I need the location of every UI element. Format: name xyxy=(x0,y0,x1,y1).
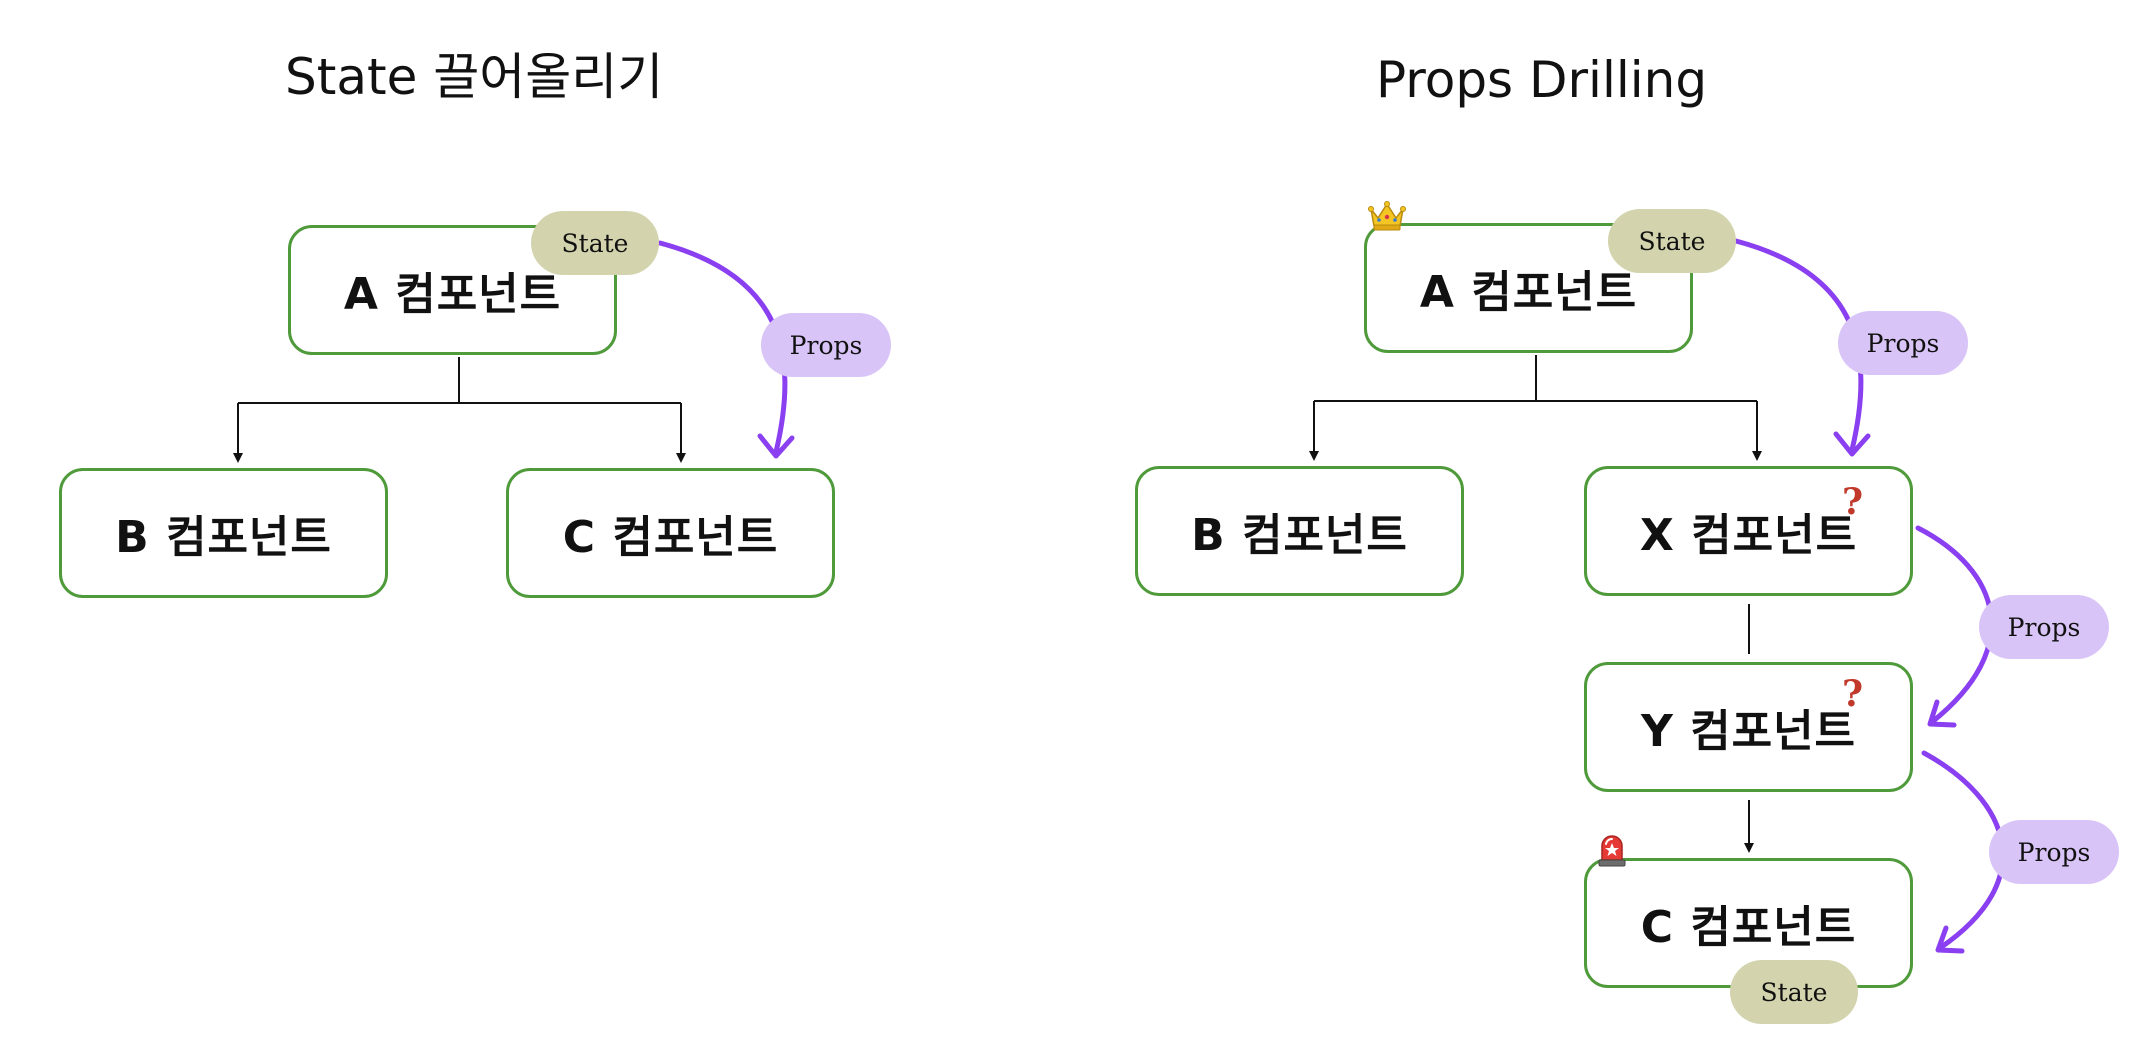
right-component-y-box: Y 컴포넌트 xyxy=(1584,662,1913,792)
left-state-tag: State xyxy=(531,211,659,275)
right-props-tag-1: Props xyxy=(1838,311,1968,375)
question-mark-x: ? xyxy=(1842,481,1864,523)
right-state-tag-a: State xyxy=(1608,209,1736,273)
left-component-a-label: A 컴포넌트 xyxy=(343,269,562,320)
right-tree-lines xyxy=(1309,355,1762,853)
left-diagram-title: State 끌어올리기 xyxy=(285,48,664,106)
left-props-tag: Props xyxy=(761,313,891,377)
right-props-tag-2: Props xyxy=(1979,595,2109,659)
right-component-a-label: A 컴포넌트 xyxy=(1419,267,1638,318)
left-component-c-label: C 컴포넌트 xyxy=(562,512,779,563)
question-mark-y: ? xyxy=(1842,673,1864,715)
left-component-b-label: B 컴포넌트 xyxy=(115,512,332,563)
siren-icon xyxy=(1596,832,1628,868)
right-component-b-box: B 컴포넌트 xyxy=(1135,466,1464,596)
right-component-c-label: C 컴포넌트 xyxy=(1640,902,1857,953)
right-component-x-box: X 컴포넌트 xyxy=(1584,466,1913,596)
left-component-b-box: B 컴포넌트 xyxy=(59,468,388,598)
right-component-y-label: Y 컴포넌트 xyxy=(1640,706,1857,757)
right-component-x-label: X 컴포넌트 xyxy=(1639,510,1858,561)
right-state-tag-c: State xyxy=(1730,960,1858,1024)
right-diagram-title: Props Drilling xyxy=(1376,51,1708,109)
right-props-tag-3: Props xyxy=(1989,820,2119,884)
left-tree-lines xyxy=(233,357,686,463)
right-component-b-label: B 컴포넌트 xyxy=(1191,510,1408,561)
left-component-c-box: C 컴포넌트 xyxy=(506,468,835,598)
crown-icon xyxy=(1368,200,1406,232)
